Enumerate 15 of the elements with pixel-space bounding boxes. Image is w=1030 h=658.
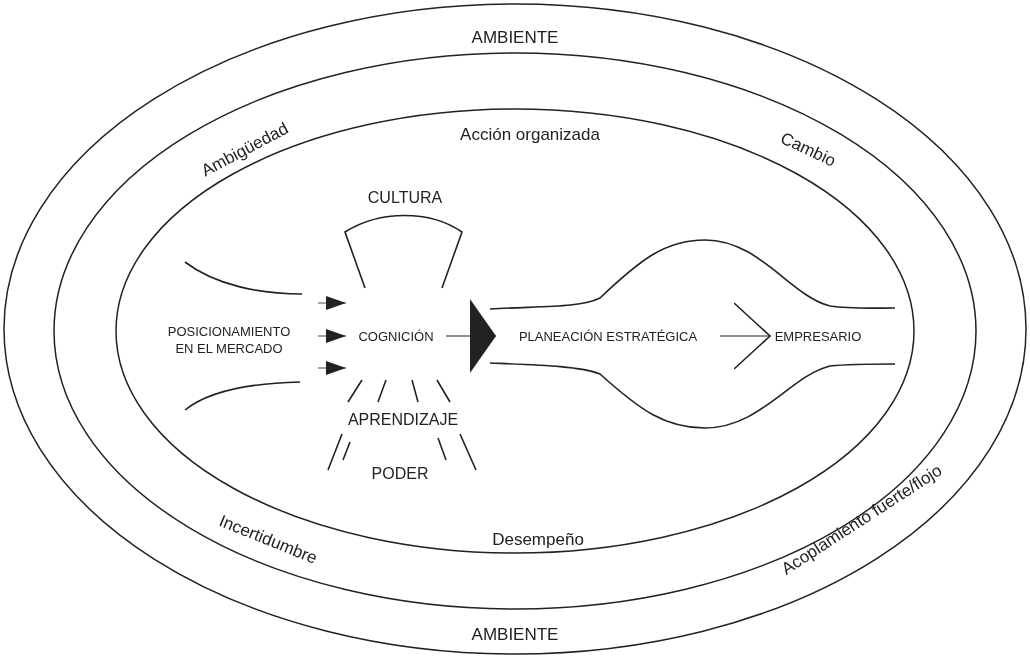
arrow [719, 302, 771, 370]
ring-label: AMBIENTE [471, 28, 559, 48]
concept-label: PODER [368, 460, 432, 486]
ring-label: Desempeño [492, 530, 584, 550]
concept-label: PLANEACIÓN ESTRATÉGICA [496, 322, 720, 350]
concept-label: COGNICIÓN [346, 296, 446, 376]
ring-label: Acción organizada [460, 125, 600, 145]
concept-label: POSICIONAMIENTO EN EL MERCADO [140, 300, 318, 380]
concept-label: APRENDIZAJE [336, 406, 470, 432]
ellipse-region [3, 3, 1027, 655]
concept-label: CULTURA [355, 184, 455, 210]
concept-label: EMPRESARIO [770, 322, 866, 350]
arrow [445, 299, 497, 373]
ring-label: AMBIENTE [471, 625, 559, 645]
ellipse-region [53, 52, 977, 610]
